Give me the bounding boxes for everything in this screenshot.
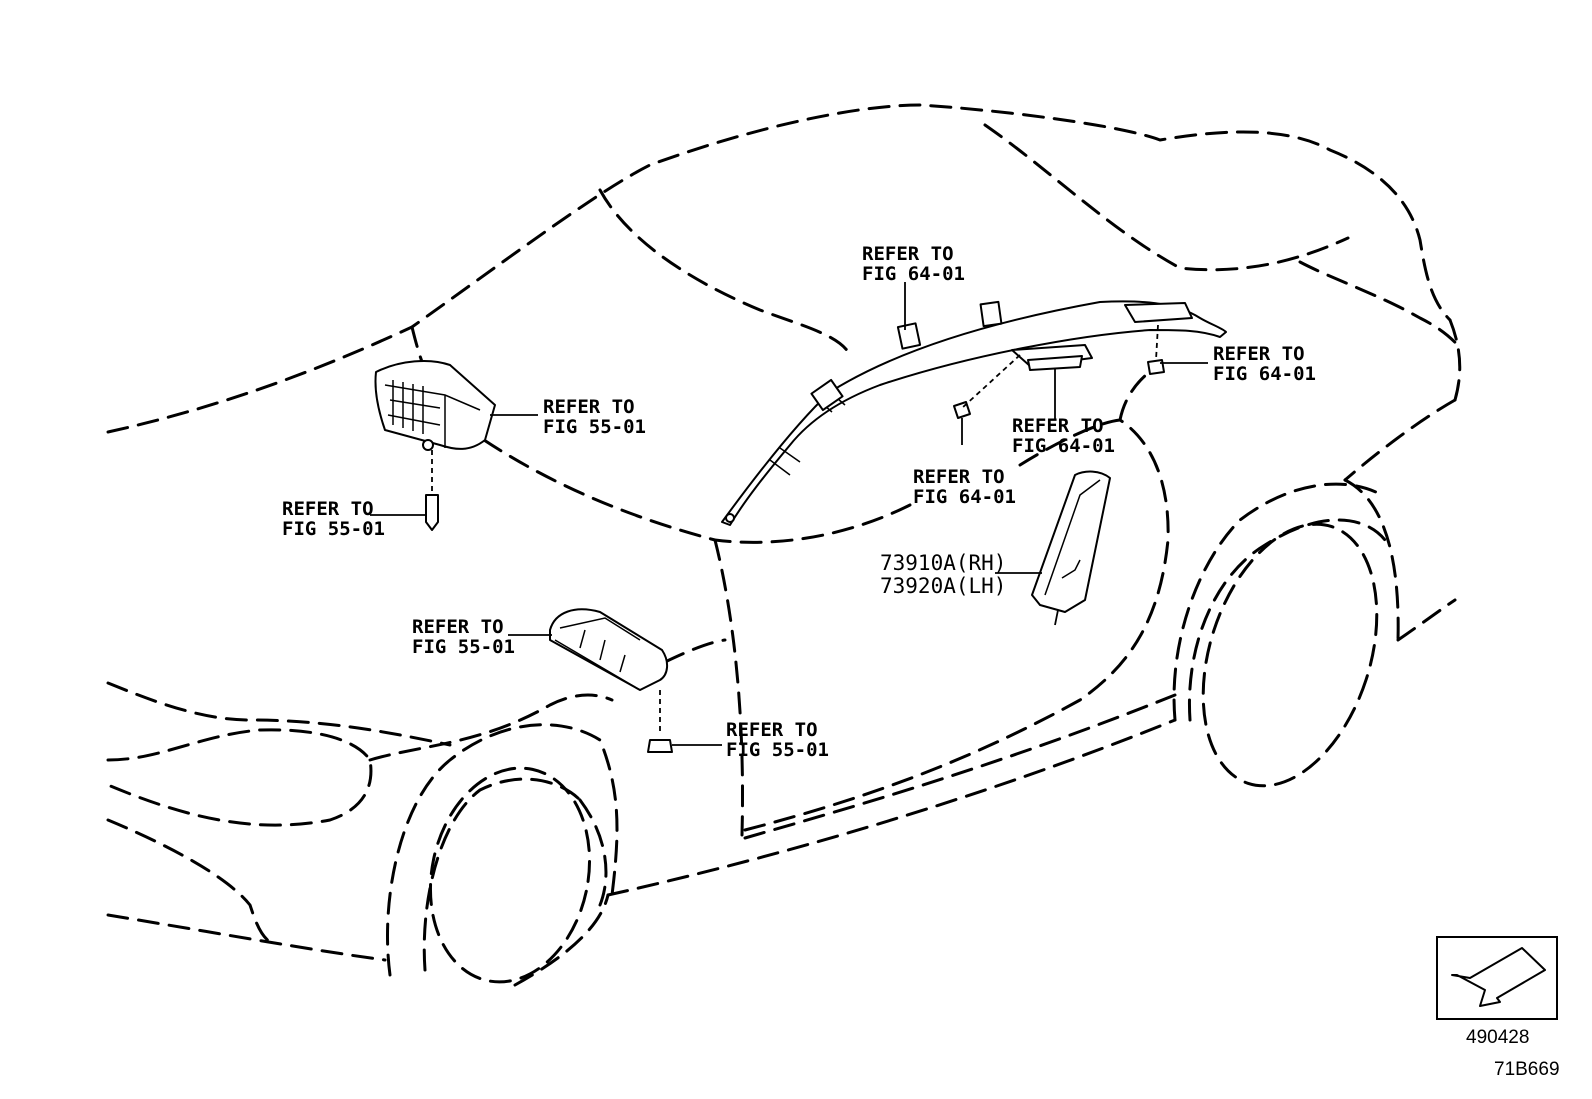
vehicle-outline: [106, 103, 1464, 987]
knee-airbag: [549, 608, 668, 691]
callout-passenger-bolt: REFER TO FIG 55-01: [282, 498, 385, 540]
svg-text:FIG 64-01: FIG 64-01: [1012, 435, 1115, 457]
svg-text:FIG 55-01: FIG 55-01: [282, 518, 385, 540]
svg-text:FIG 55-01: FIG 55-01: [543, 416, 646, 438]
index-box: 490428: [1436, 936, 1558, 1048]
knee-airbag-clip: [647, 690, 673, 753]
svg-text:FIG 64-01: FIG 64-01: [913, 486, 1016, 508]
svg-text:FIG 64-01: FIG 64-01: [1213, 363, 1316, 385]
svg-text:FIG 64-01: FIG 64-01: [862, 263, 965, 285]
passenger-airbag-bolt: [425, 450, 439, 531]
callout-knee-airbag: REFER TO FIG 55-01: [412, 616, 515, 658]
leader-lines: [370, 282, 1208, 746]
svg-text:REFER TO: REFER TO: [1213, 343, 1305, 365]
roof-center-bracket: [1011, 344, 1093, 371]
callout-roof-center-bracket: REFER TO FIG 64-01: [1012, 415, 1115, 457]
svg-text:FIG 55-01: FIG 55-01: [726, 739, 829, 761]
svg-text:FIG 55-01: FIG 55-01: [412, 636, 515, 658]
part-number-lh: 73920A(LH): [880, 574, 1006, 598]
callout-knee-clip: REFER TO FIG 55-01: [726, 719, 829, 761]
svg-text:REFER TO: REFER TO: [412, 616, 504, 638]
svg-text:REFER TO: REFER TO: [862, 243, 954, 265]
svg-text:REFER TO: REFER TO: [282, 498, 374, 520]
part-number-rh: 73910A(RH): [880, 551, 1006, 575]
part-number-labels: 73910A(RH) 73920A(LH): [880, 551, 1006, 598]
arrow-direction-icon: [1451, 947, 1546, 1007]
roof-front-clip: [953, 401, 971, 445]
callout-passenger-airbag: REFER TO FIG 55-01: [543, 396, 646, 438]
front-passenger-airbag: [374, 360, 496, 451]
svg-text:REFER TO: REFER TO: [543, 396, 635, 418]
curtain-shield-airbag: [721, 300, 1227, 526]
callout-roof-rear-clip: REFER TO FIG 64-01: [1213, 343, 1316, 385]
svg-text:REFER TO: REFER TO: [913, 466, 1005, 488]
svg-text:REFER TO: REFER TO: [1012, 415, 1104, 437]
figure-code: 71B669: [1494, 1059, 1560, 1080]
index-number: 490428: [1466, 1027, 1529, 1048]
side-seat-airbag: [1031, 470, 1111, 626]
callout-roof-clip: REFER TO FIG 64-01: [862, 243, 965, 285]
svg-text:REFER TO: REFER TO: [726, 719, 818, 741]
callout-roof-front-clip: REFER TO FIG 64-01: [913, 466, 1016, 508]
